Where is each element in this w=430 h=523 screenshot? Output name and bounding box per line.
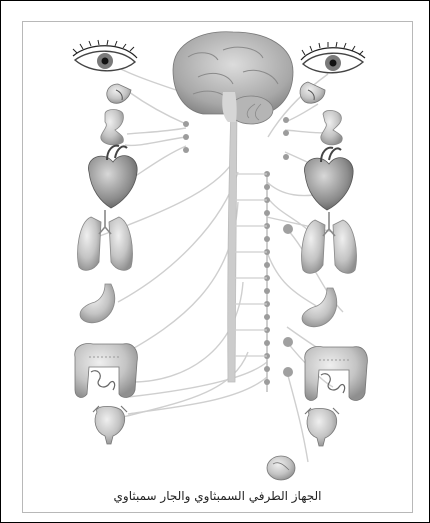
right-heart-icon <box>304 148 353 210</box>
left-bladder-icon <box>93 406 127 444</box>
right-salivary-gland-icon <box>300 82 325 103</box>
left-salivary-gland-icon <box>107 84 131 103</box>
right-intestines-icon <box>305 347 368 401</box>
left-heart-icon <box>88 146 137 208</box>
left-lungs-icon <box>78 210 133 270</box>
spinal-cord <box>228 104 237 382</box>
right-lungs-icon <box>302 212 357 273</box>
right-eye-icon <box>301 42 365 73</box>
spinal-connectors <box>235 174 267 356</box>
diagram-caption: الجهاز الطرفي السمبثاوي والجار سمبثاوي <box>23 489 412 503</box>
right-bladder-icon <box>305 408 339 446</box>
left-eye-icon <box>73 40 137 71</box>
left-intestines-icon <box>75 344 138 398</box>
collateral-ganglia <box>283 224 293 377</box>
left-gland-icon <box>101 110 124 145</box>
right-stomach-icon <box>302 288 337 327</box>
right-gland-icon <box>321 110 342 145</box>
cranial-ganglia-left <box>183 121 189 153</box>
reproductive-organ-icon <box>267 456 295 480</box>
left-stomach-icon <box>80 284 115 323</box>
brain <box>173 32 293 124</box>
diagram-panel: الجهاز الطرفي السمبثاوي والجار سمبثاوي <box>22 21 413 513</box>
autonomic-nervous-system-diagram <box>23 22 412 512</box>
